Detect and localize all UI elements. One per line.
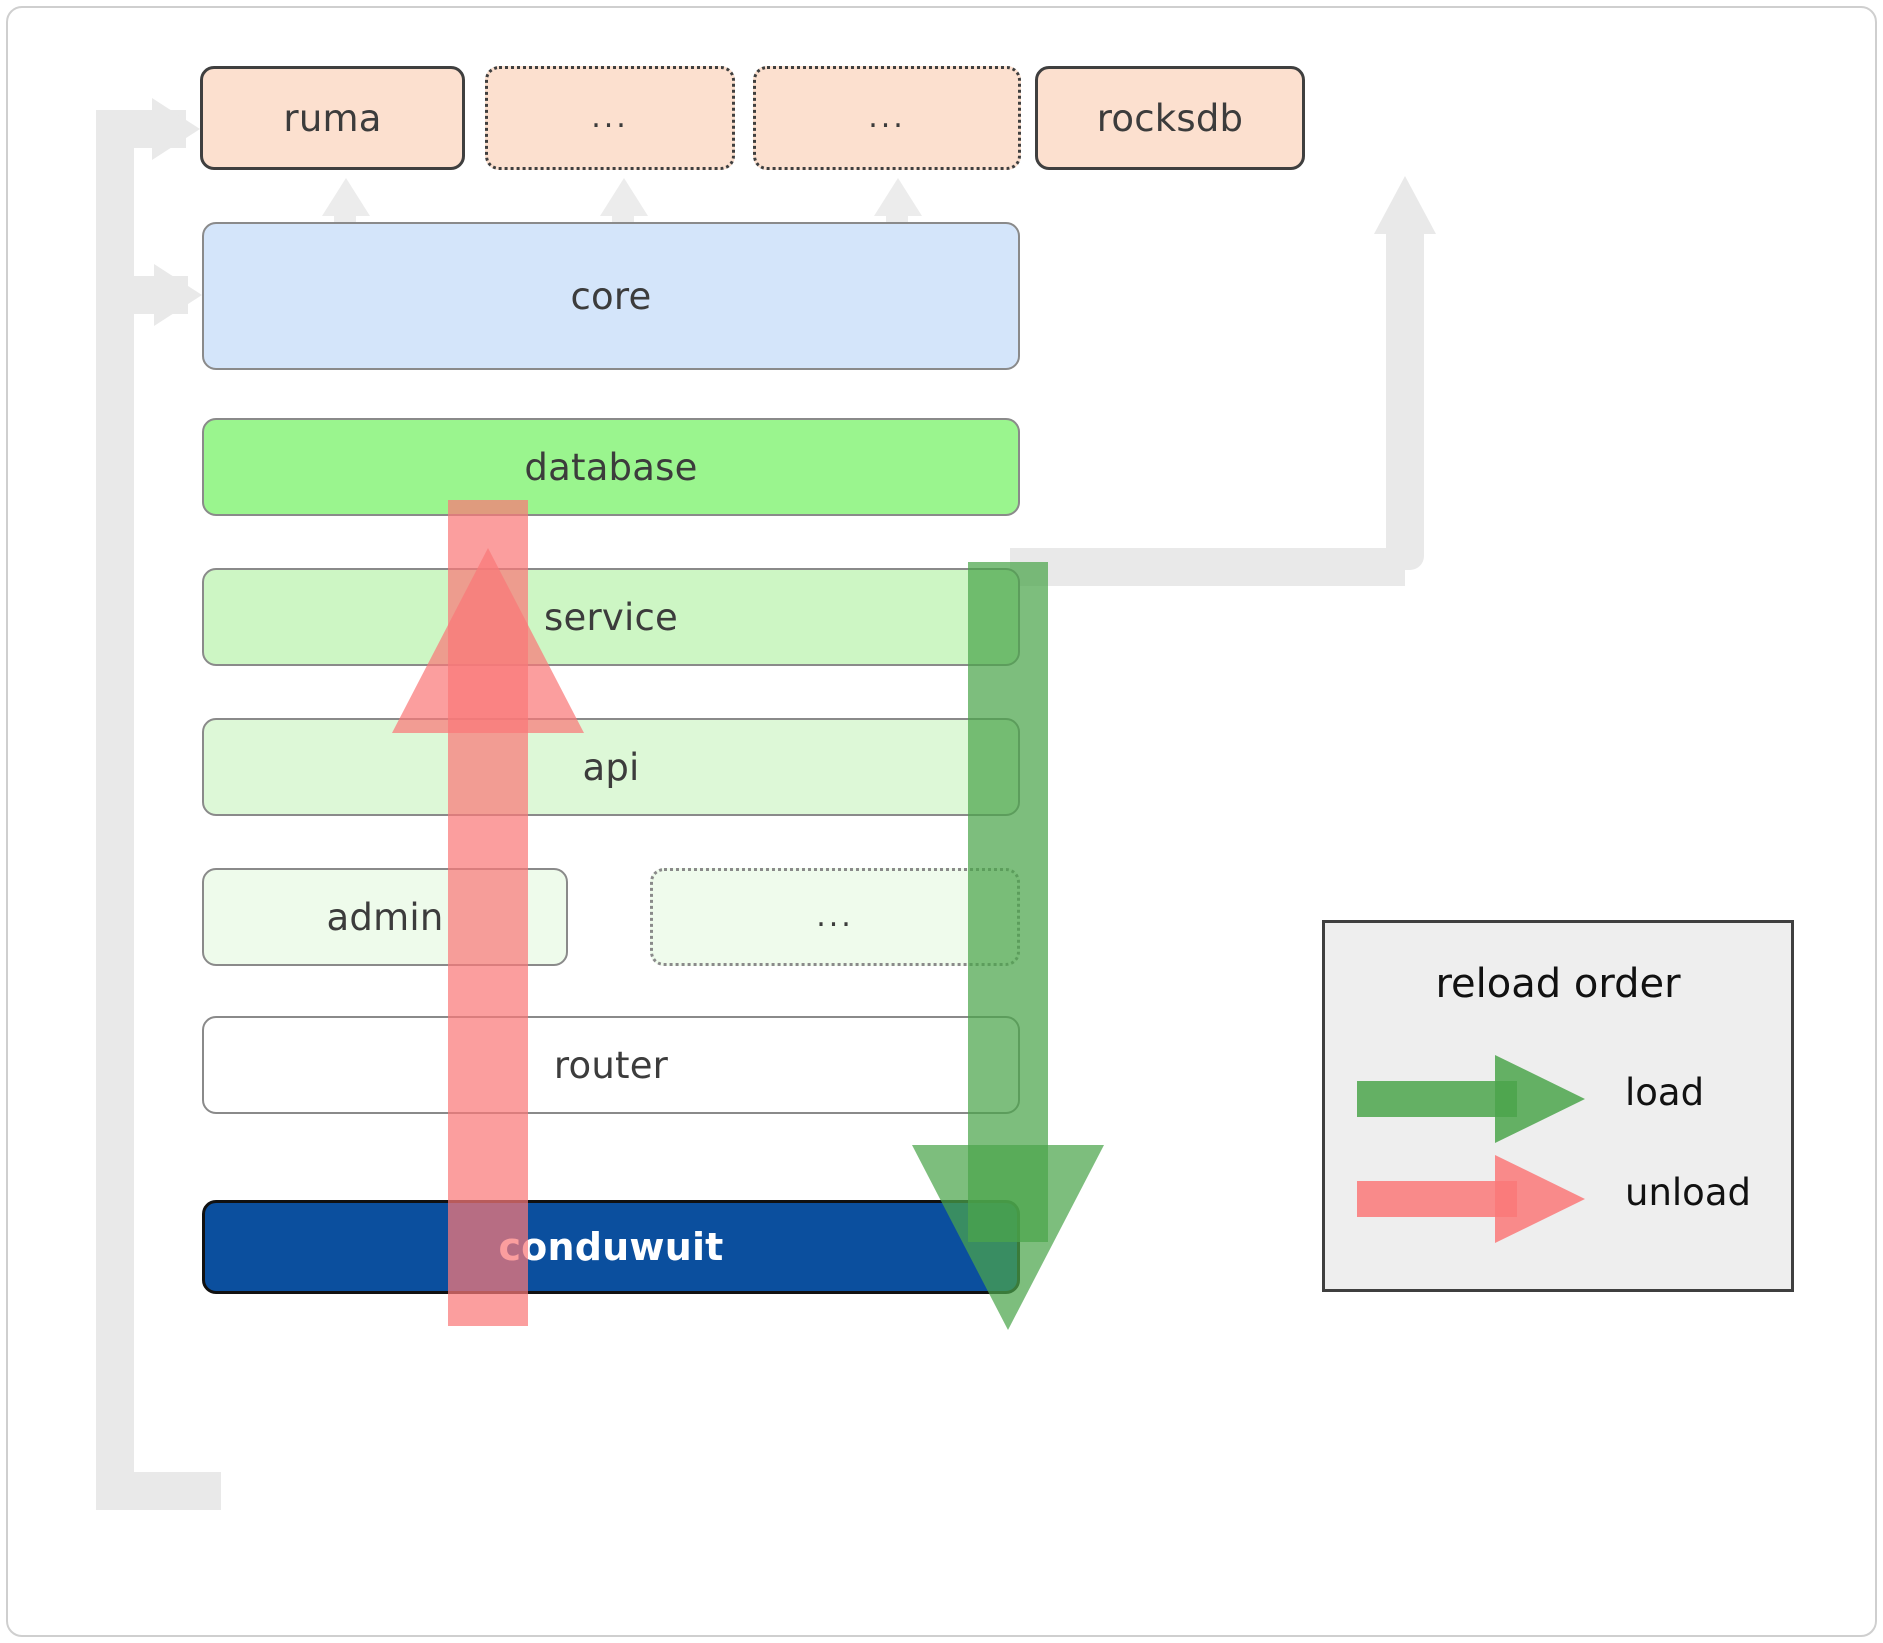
connector-arrowhead-ruma [152, 98, 200, 160]
connector-right-horizontal [1010, 548, 1405, 586]
legend-unload-arrow-head [1495, 1155, 1585, 1243]
node-ellipsis-top-1-label: ... [591, 100, 629, 135]
legend-row-load: load [1325, 1055, 1791, 1143]
node-database-label: database [524, 445, 698, 489]
connector-left-trunk [96, 110, 134, 1510]
node-rocksdb-label: rocksdb [1096, 96, 1244, 140]
connector-arrowhead-rocksdb [1374, 176, 1436, 234]
node-api-label: api [582, 745, 640, 789]
node-conduwuit[interactable]: conduwuit [202, 1200, 1020, 1294]
node-ruma[interactable]: ruma [200, 66, 465, 170]
node-rocksdb[interactable]: rocksdb [1035, 66, 1305, 170]
node-ellipsis-mid-label: ... [816, 899, 854, 934]
legend-title: reload order [1435, 961, 1681, 1007]
node-api[interactable]: api [202, 718, 1020, 816]
legend-load-label: load [1625, 1071, 1705, 1114]
legend-unload-label: unload [1625, 1171, 1751, 1214]
node-ruma-label: ruma [283, 96, 382, 140]
node-ellipsis-mid[interactable]: ... [650, 868, 1020, 966]
legend-load-arrow-shaft [1357, 1081, 1517, 1117]
connector-branch-conduwuit [96, 1472, 221, 1510]
node-ellipsis-top-2-label: ... [868, 100, 906, 135]
load-arrow-head [912, 1145, 1104, 1330]
node-admin-label: admin [326, 895, 444, 939]
legend-unload-arrow-shaft [1357, 1181, 1517, 1217]
node-router[interactable]: router [202, 1016, 1020, 1114]
node-conduwuit-label: conduwuit [498, 1225, 724, 1269]
node-service[interactable]: service [202, 568, 1020, 666]
node-router-label: router [553, 1043, 669, 1087]
node-core-label: core [570, 274, 652, 318]
node-ellipsis-top-2[interactable]: ... [753, 66, 1021, 170]
legend-reload-order: reload order load unload [1322, 920, 1794, 1292]
load-arrow-shaft [968, 562, 1048, 1242]
legend-row-unload: unload [1325, 1155, 1791, 1243]
connector-arrowhead-core [154, 264, 202, 326]
unload-arrow-head [392, 548, 584, 733]
legend-load-arrow-head [1495, 1055, 1585, 1143]
node-core[interactable]: core [202, 222, 1020, 370]
node-database[interactable]: database [202, 418, 1020, 516]
connector-right-vertical [1386, 230, 1424, 570]
node-ellipsis-top-1[interactable]: ... [485, 66, 735, 170]
